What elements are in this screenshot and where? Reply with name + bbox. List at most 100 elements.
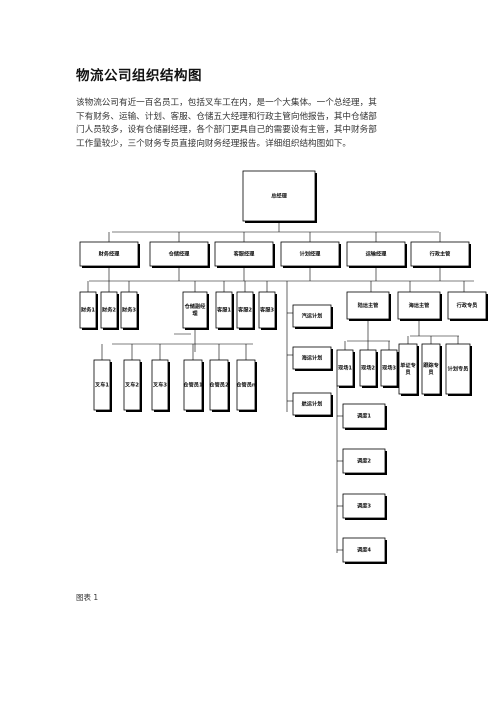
node-manager-1-label: 仓储经理 [168,250,191,258]
node-customer-service-0-frame [215,291,233,329]
node-dispatch-3-frame [342,537,386,563]
node-planning-2-frame [292,392,332,416]
node-planning-0-frame [292,304,332,328]
node-sea-transport-2: 计划专员 [445,343,472,396]
node-finance-staff-2: 财务3 [120,291,139,330]
node-forklift-1-label: 叉车2 [124,381,139,389]
node-dispatch-0-label: 调度1 [357,412,371,420]
node-manager-2: 客服经理 [214,241,275,268]
node-finance-staff-2-label: 财务3 [122,306,136,314]
node-dispatch-2-frame [342,493,386,519]
node-warehouse-deputy-label: 仓储副经 [184,302,207,310]
node-forklift-0-frame [93,359,111,411]
document-title: 物流公司组织结构图 [76,68,202,84]
node-customer-service-2-frame [258,291,276,329]
node-manager-0-label: 财务经理 [99,250,121,258]
node-warehouse-keeper-0-frame [183,359,203,411]
node-manager-2-label: 客服经理 [233,250,256,258]
node-transport-supervisor-0-label: 陆运主管 [358,301,379,309]
node-manager-1-frame [149,241,209,267]
node-manager-3-frame [280,241,340,267]
node-planning-0: 汽运计划 [292,304,333,329]
node-warehouse-keeper-2: 仓管员n [235,359,257,412]
node-manager-4-frame [346,241,406,267]
intro-line: 门人员较多，设有仓储副经理，各个部门更具自己的需要设有主管，其中财务部 [76,125,377,136]
node-manager-3: 计划经理 [280,241,341,268]
node-root-frame [242,170,316,222]
node-sea-transport-1-frame [421,343,441,395]
node-root: 总经理 [242,170,317,223]
intro-line: 下有财务、运输、计划、客服、仓储五大经理和行政主管向他报告，其中仓储部 [76,111,377,122]
node-customer-service-0: 客服1 [215,291,234,330]
node-manager-4: 运输经理 [346,241,407,268]
node-dispatch-1-frame [342,448,386,474]
node-finance-staff-0-label: 财务1 [81,306,95,314]
node-land-transport-0-label: 现场1 [338,364,352,372]
node-transport-supervisor-1: 海运主管 [397,291,442,321]
node-finance-staff-1-frame [100,291,118,329]
node-land-transport-2-frame [380,349,398,387]
intro-line: 工作量较少，三个财务专员直接向财务经理报告。详细组织结构图如下。 [76,138,352,149]
node-manager-5-frame [410,241,470,267]
node-land-transport-1-label: 现场2 [361,364,375,372]
node-warehouse-keeper-1-label: 仓管员2 [208,381,229,389]
node-warehouse-keeper-0: 仓管员1 [182,359,204,412]
node-dispatch-2: 调度3 [342,493,387,520]
node-planning-0-label: 汽运计划 [302,312,323,320]
intro-paragraph: 该物流公司有近一百名员工，包括叉车工在内，是一个大集体。一个总经理，其 下有财务… [76,97,426,151]
node-warehouse-deputy-frame [182,291,208,329]
node-warehouse-keeper-1-frame [209,359,229,411]
node-manager-3-label: 计划经理 [300,250,322,258]
node-customer-service-1: 客服2 [236,291,255,330]
node-forklift-2-label: 叉车3 [152,381,167,389]
node-sea-transport-0-frame [398,343,418,395]
node-warehouse-keeper-1: 仓管员2 [208,359,230,412]
node-admin-staff-frame [447,291,487,320]
node-transport-supervisor-0: 陆运主管 [346,291,391,321]
node-finance-staff-1-label: 财务2 [102,306,116,314]
node-customer-service-2: 客服3 [258,291,277,330]
node-manager-0-frame [79,241,139,267]
figure-caption: 图表 1 [76,593,99,602]
node-transport-supervisor-1-label: 海运主管 [409,301,430,309]
node-dispatch-1: 调度2 [342,448,387,475]
node-sea-transport-2-frame [445,343,471,395]
node-admin-staff-label: 行政专员 [456,301,478,309]
node-forklift-1-frame [123,359,141,411]
node-sea-transport-2-label: 计划专员 [448,365,469,373]
node-planning-1-label: 海运计划 [302,354,323,362]
node-customer-service-2-label: 客服3 [259,306,274,314]
node-warehouse-deputy-label: 理 [192,309,198,317]
node-finance-staff-0: 财务1 [79,291,98,330]
node-planning-2-label: 航运计划 [302,400,323,408]
node-land-transport-2-label: 现场3 [382,364,396,372]
node-planning-1-frame [292,346,332,370]
node-warehouse-keeper-2-frame [236,359,256,411]
intro-line: 该物流公司有近一百名员工，包括叉车工在内，是一个大集体。一个总经理，其 [76,98,377,108]
node-manager-4-label: 运输经理 [366,250,388,258]
node-customer-service-0-label: 客服1 [216,306,231,314]
node-customer-service-1-label: 客服2 [237,306,252,314]
node-planning-1: 海运计划 [292,346,333,371]
node-sea-transport-1-label: 员 [428,368,433,376]
node-manager-1: 仓储经理 [149,241,210,268]
node-manager-0: 财务经理 [79,241,140,268]
node-dispatch-2-label: 调度3 [357,502,371,510]
node-land-transport-0: 现场1 [336,349,355,388]
node-transport-supervisor-1-frame [397,291,441,320]
node-sea-transport-0-label: 单证专 [400,361,416,369]
node-forklift-2: 叉车3 [151,359,170,412]
node-forklift-1: 叉车2 [123,359,142,412]
node-warehouse-deputy: 仓储副经理 [182,291,209,330]
node-warehouse-keeper-2-label: 仓管员n [235,381,256,389]
node-transport-supervisor-0-frame [346,291,390,320]
node-warehouse-keeper-0-label: 仓管员1 [182,381,203,389]
node-land-transport-2: 现场3 [380,349,399,388]
node-manager-2-frame [214,241,274,267]
node-dispatch-0: 调度1 [342,403,387,430]
node-dispatch-1-label: 调度2 [357,457,371,465]
node-admin-staff: 行政专员 [447,291,488,321]
